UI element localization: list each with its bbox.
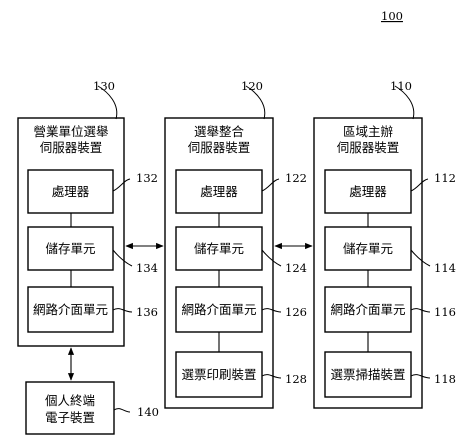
processor-box-120: [175, 169, 263, 214]
processor-ref-120: 122: [285, 171, 307, 185]
processor-label-120: 處理器: [200, 184, 238, 199]
storage-label-110: 儲存單元: [343, 241, 393, 256]
terminal-label-line2: 電子裝置: [45, 410, 95, 425]
processor-ref-110: 112: [434, 171, 456, 185]
storage-ref-120: 124: [285, 261, 307, 275]
network-box-110: [324, 286, 412, 333]
ballot-scanner-box-110: [324, 351, 412, 398]
ballot-printer-label-120: 選票印刷裝置: [181, 367, 256, 382]
processor-leader-110: [410, 178, 429, 192]
unit-120-title-line2: 伺服器裝置: [188, 140, 251, 155]
unit-120-ref-leader: [245, 85, 266, 120]
processor-label-110: 處理器: [349, 184, 387, 199]
terminal-box-140: [25, 381, 115, 435]
terminal-ref-140: 140: [137, 405, 159, 419]
network-leader-120: [261, 308, 282, 313]
storage-box-130: [27, 226, 114, 271]
unit-110-regional-server: 區域主辦 伺服器裝置 110 處理器 112 儲存單元 114 網路介面單元 1…: [313, 79, 456, 409]
network-ref-130: 136: [136, 305, 158, 319]
personal-terminal-140: 個人終端 電子裝置 140: [25, 381, 159, 435]
ballot-printer-box-120: [175, 351, 263, 398]
unit-120-title-line1: 選舉整合: [194, 124, 245, 139]
figure-number: 100: [381, 9, 403, 23]
storage-label-130: 儲存單元: [45, 241, 95, 256]
ballot-scanner-leader-110: [410, 374, 431, 379]
processor-leader-120: [261, 178, 280, 192]
processor-label-130: 處理器: [52, 184, 90, 199]
unit-130-title-line2: 伺服器裝置: [40, 140, 103, 155]
network-label-130: 網路介面單元: [33, 302, 108, 317]
unit-130-election-server: 營業單位選舉 伺服器裝置 130 處理器 132 儲存單元 134 網路介面單元…: [17, 79, 158, 347]
unit-120-integration-server: 選舉整合 伺服器裝置 120 處理器 122 儲存單元 124 網路介面單元 1…: [164, 79, 307, 409]
storage-box-120: [175, 226, 263, 271]
unit-120-ref: 120: [241, 79, 263, 93]
network-label-120: 網路介面單元: [181, 302, 256, 317]
processor-box-130: [27, 169, 114, 214]
ballot-printer-leader-120: [261, 374, 282, 379]
ballot-scanner-ref-110: 118: [434, 372, 456, 386]
processor-leader-130: [112, 178, 131, 192]
unit-110-title-line2: 伺服器裝置: [337, 140, 400, 155]
storage-label-120: 儲存單元: [194, 241, 244, 256]
storage-leader-120: [261, 249, 282, 267]
terminal-label-line1: 個人終端: [45, 393, 95, 408]
unit-130-ref-leader: [97, 85, 118, 120]
network-leader-110: [410, 308, 431, 313]
network-leader-130: [112, 308, 133, 313]
storage-ref-130: 134: [136, 261, 158, 275]
storage-leader-130: [112, 249, 133, 267]
storage-ref-110: 114: [434, 261, 456, 275]
network-label-110: 網路介面單元: [330, 302, 405, 317]
unit-110-ref-leader: [394, 85, 415, 120]
unit-130-ref: 130: [93, 79, 115, 93]
ballot-scanner-label-110: 選票掃描裝置: [330, 367, 405, 382]
ballot-printer-ref-120: 128: [285, 372, 307, 386]
unit-130-title-line1: 營業單位選舉: [33, 124, 109, 139]
network-ref-110: 116: [434, 305, 456, 319]
processor-box-110: [324, 169, 412, 214]
network-ref-120: 126: [285, 305, 307, 319]
storage-box-110: [324, 226, 412, 271]
storage-leader-110: [410, 249, 431, 267]
processor-ref-130: 132: [136, 171, 158, 185]
unit-110-ref: 110: [390, 79, 412, 93]
unit-110-title-line1: 區域主辦: [343, 124, 393, 139]
terminal-leader-140: [113, 408, 131, 413]
